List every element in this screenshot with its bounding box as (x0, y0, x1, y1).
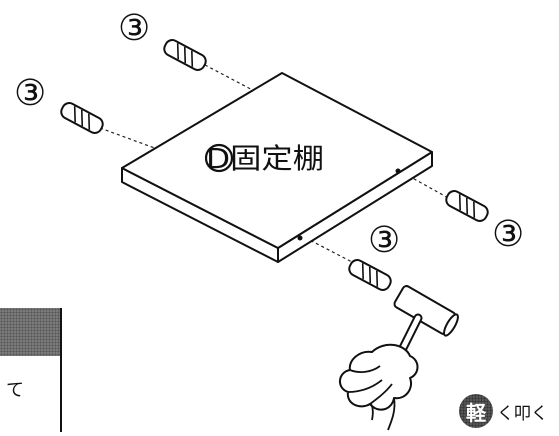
dowel-callout-bottom: ③ (368, 220, 400, 261)
fixed-shelf-panel (121, 72, 433, 263)
dowel-bottom (348, 259, 392, 291)
panel-label: D固定棚 (204, 142, 324, 175)
dowel-top (163, 39, 207, 71)
guide-line-left (99, 127, 161, 151)
side-box-text: て (6, 380, 24, 401)
side-box-header (0, 308, 60, 356)
instruction-side-box: て (0, 308, 62, 432)
guide-line-top (204, 64, 263, 96)
dowel-callout-right: ③ (492, 214, 524, 255)
guide-line-right (397, 169, 453, 201)
dowel-callout-left: ③ (14, 73, 46, 114)
dowel-callout-top: ③ (118, 8, 150, 49)
hand-icon (339, 343, 419, 431)
guide-line-bottom (299, 234, 353, 263)
tap-lightly-note: 軽 く叩く (459, 394, 548, 428)
panel-label-text: D固定棚 (206, 142, 324, 175)
tap-badge: 軽 (459, 394, 493, 428)
dowel-right (445, 190, 489, 222)
tap-text: く叩く (497, 403, 548, 424)
dowel-left (60, 102, 104, 134)
